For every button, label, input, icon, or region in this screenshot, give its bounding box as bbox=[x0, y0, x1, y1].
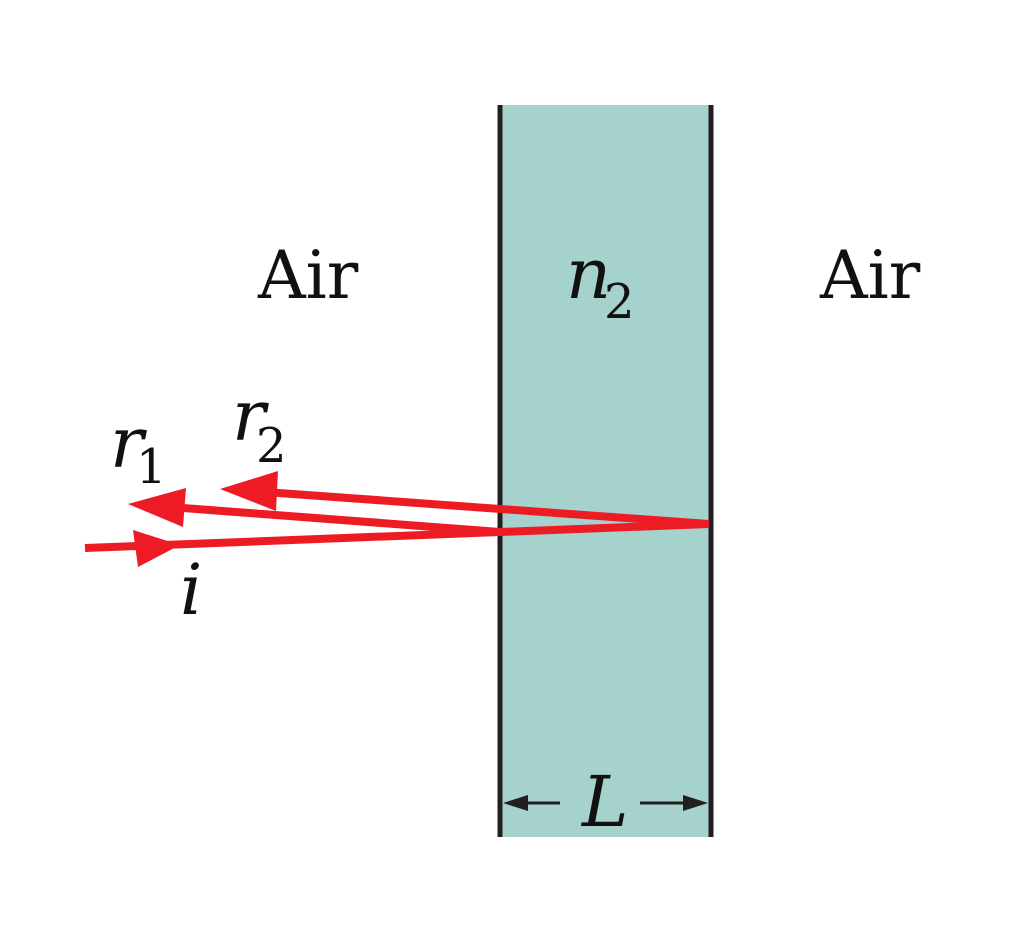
reflected-ray-r2 bbox=[264, 488, 710, 528]
film-index-subscript: 2 bbox=[604, 274, 635, 330]
rays bbox=[84, 471, 710, 567]
film-slab bbox=[500, 105, 711, 837]
ray-r2-symbol: r bbox=[232, 375, 269, 457]
film-index-symbol: n bbox=[566, 233, 611, 315]
thickness-dimension bbox=[503, 795, 708, 811]
ray-r1-symbol: r bbox=[110, 402, 147, 484]
reflected-ray-r2-arrowhead bbox=[220, 471, 278, 511]
film-index-label: n 2 bbox=[566, 233, 635, 330]
thickness-label: L bbox=[580, 761, 628, 843]
ray-r2-subscript: 2 bbox=[256, 418, 287, 474]
reflected-ray-r1 bbox=[169, 503, 501, 536]
incident-ray-label: i bbox=[180, 549, 202, 631]
ray-r1-label: r 1 bbox=[110, 402, 167, 495]
thickness-arrowhead-left bbox=[503, 795, 528, 811]
right-medium-label: Air bbox=[819, 237, 921, 314]
reflected-ray-r1-arrowhead bbox=[128, 488, 186, 527]
incident-ray-arrowhead bbox=[133, 530, 180, 567]
ray-r1-subscript: 1 bbox=[136, 439, 167, 495]
thickness-arrowhead-right bbox=[683, 795, 708, 811]
left-medium-label: Air bbox=[257, 237, 359, 314]
ray-r2-label: r 2 bbox=[232, 375, 287, 474]
